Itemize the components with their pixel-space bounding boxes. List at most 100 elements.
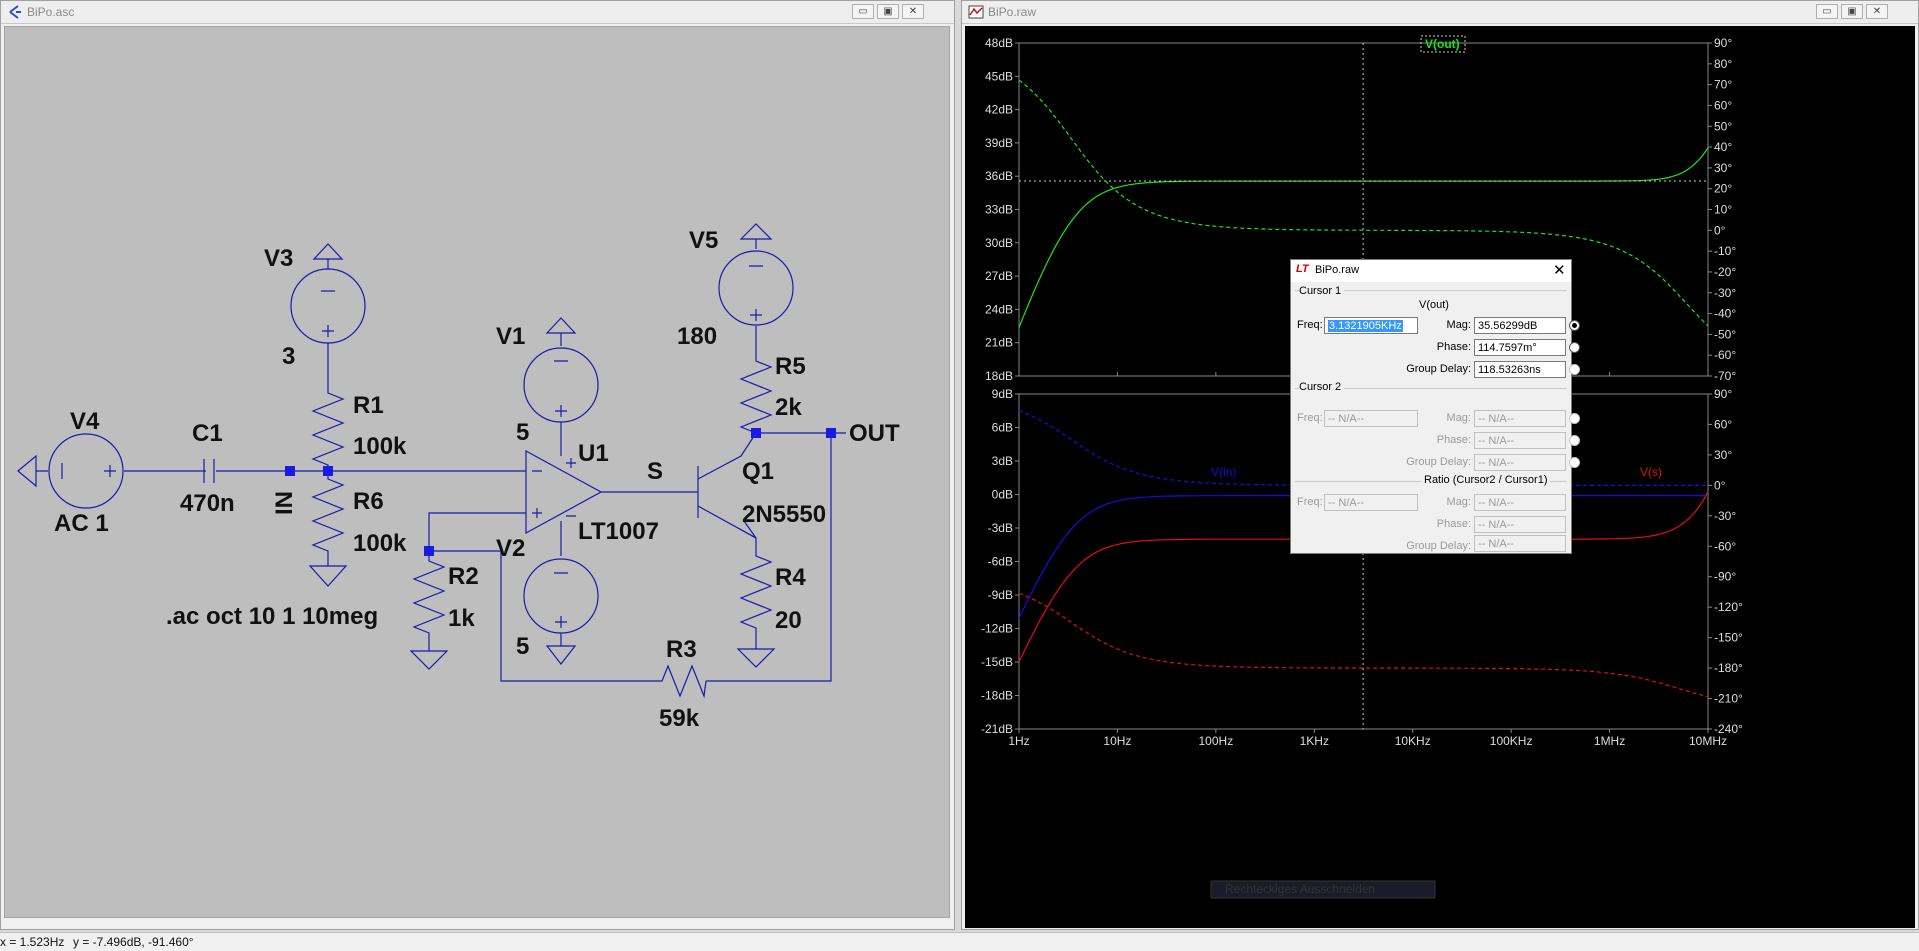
y-tick-label: -50°	[1714, 327, 1736, 341]
maximize-button[interactable]: ▣	[1841, 4, 1863, 19]
cursor2-mag-label: Mag:	[1446, 412, 1471, 424]
waveform-app-icon	[968, 5, 984, 19]
close-button[interactable]: ✕	[1866, 4, 1888, 19]
r2-resistor[interactable]	[409, 551, 449, 670]
ratio-mag-field[interactable]: -- N/A--	[1474, 494, 1566, 511]
cursor2-gd-radio[interactable]	[1569, 457, 1580, 468]
y-tick-label: -15dB	[981, 655, 1013, 669]
v3-source[interactable]	[290, 243, 366, 386]
cursor1-group-delay-field[interactable]: 118.53263ns	[1474, 361, 1566, 378]
maximize-button[interactable]: ▣	[877, 4, 899, 19]
u1-opamp[interactable]	[525, 429, 686, 556]
y-tick-label: -70°	[1714, 369, 1736, 383]
schematic-canvas[interactable]: V4 AC 1 C1 470n IN V3 3 R1 100k R6 100k …	[4, 26, 950, 918]
ratio-group-delay-field[interactable]: -- N/A--	[1474, 535, 1566, 552]
trace-vout-mag	[1018, 147, 1709, 328]
cursor1-mag-radio[interactable]	[1569, 320, 1580, 331]
y-tick-label: -3dB	[988, 521, 1013, 535]
cursor1-freq-field[interactable]: 3.1321905KHz	[1324, 317, 1418, 334]
cursor2-freq-label: Freq:	[1297, 412, 1323, 424]
label-u1: U1	[578, 440, 609, 467]
net-label-in: IN	[271, 491, 298, 515]
v5-source[interactable]	[718, 223, 794, 353]
ltspice-logo-icon: LT	[1296, 263, 1309, 275]
y-tick-label: -10°	[1714, 244, 1736, 258]
cursor2-phase-field[interactable]: -- N/A--	[1474, 432, 1566, 449]
minimize-button[interactable]: ▭	[852, 4, 874, 19]
label-v3: V3	[264, 245, 293, 272]
dialog-titlebar[interactable]: LT BiPo.raw ✕	[1291, 260, 1571, 282]
schematic-titlebar[interactable]: BiPo.asc ▭ ▣ ✕	[1, 1, 954, 24]
y-tick-label: -240°	[1714, 722, 1743, 736]
y-tick-label: -30°	[1714, 286, 1736, 300]
label-r4: R4	[775, 564, 806, 591]
dialog-close-icon[interactable]: ✕	[1553, 262, 1566, 279]
v1-source[interactable]	[523, 317, 599, 429]
close-button[interactable]: ✕	[902, 4, 924, 19]
y-tick-label: 60°	[1714, 98, 1732, 112]
cursor1-trace-name: V(out)	[1419, 299, 1449, 311]
v2-source[interactable]	[523, 558, 599, 665]
cursor1-mag-field[interactable]: 35.56299dB	[1474, 317, 1566, 334]
ratio-mag-label: Mag:	[1446, 496, 1471, 508]
y-tick-label: 48dB	[985, 36, 1013, 50]
r3-resistor[interactable]	[656, 664, 707, 699]
r6-resistor[interactable]	[308, 471, 348, 587]
cursor1-gd-radio[interactable]	[1569, 364, 1580, 375]
y-tick-label: -30°	[1714, 509, 1736, 523]
cursor2-mag-field[interactable]: -- N/A--	[1474, 410, 1566, 427]
cursor2-gd-label: Group Delay:	[1406, 456, 1471, 468]
trace-label-vout[interactable]: V(out)	[1425, 37, 1460, 51]
schematic-window[interactable]: BiPo.asc ▭ ▣ ✕	[0, 0, 955, 930]
y-tick-label: 0dB	[992, 488, 1013, 502]
value-r4: 20	[775, 607, 802, 634]
ratio-freq-field[interactable]: -- N/A--	[1324, 494, 1418, 511]
r4-resistor[interactable]	[736, 538, 776, 668]
y-tick-label: 18dB	[985, 369, 1013, 383]
value-v2: 5	[516, 633, 529, 660]
y-tick-label: 60°	[1714, 417, 1732, 431]
cursor-readout-dialog[interactable]: LT BiPo.raw ✕ Cursor 1 V(out) Freq: 3.13…	[1290, 259, 1580, 554]
cursor2-group	[1295, 388, 1567, 389]
y-tick-label: -40°	[1714, 307, 1736, 321]
minimize-button[interactable]: ▭	[1816, 4, 1838, 19]
junction-collector	[751, 428, 761, 438]
label-r5: R5	[775, 353, 806, 380]
ratio-phase-field[interactable]: -- N/A--	[1474, 516, 1566, 533]
r1-resistor[interactable]	[311, 386, 345, 471]
x-tick-label: 10KHz	[1395, 734, 1431, 748]
cursor2-freq-field[interactable]: -- N/A--	[1324, 410, 1418, 427]
value-r2: 1k	[448, 605, 475, 632]
net-label-out: OUT	[849, 420, 900, 447]
x-tick-label: 10MHz	[1689, 734, 1727, 748]
y-tick-label: -6dB	[988, 555, 1013, 569]
trace-label-vin[interactable]: V(in)	[1211, 465, 1236, 479]
value-v4: AC 1	[54, 510, 109, 537]
y-tick-label: -21dB	[981, 722, 1013, 736]
junction-in	[285, 466, 295, 476]
waveform-titlebar[interactable]: BiPo.raw ▭ ▣ ✕	[962, 1, 1918, 24]
cursor2-phase-radio[interactable]	[1569, 435, 1580, 446]
value-q1: 2N5550	[742, 501, 826, 528]
x-tick-label: 100Hz	[1199, 734, 1234, 748]
label-v2: V2	[496, 535, 525, 562]
trace-vin-phase	[1018, 410, 1708, 486]
label-v1: V1	[496, 323, 525, 350]
trace-label-vs[interactable]: V(s)	[1640, 465, 1662, 479]
cursor1-heading: Cursor 1	[1299, 285, 1345, 297]
x-tick-label: 1MHz	[1594, 734, 1625, 748]
cursor1-group	[1295, 290, 1567, 291]
c1-capacitor[interactable]	[203, 459, 215, 483]
y-tick-label: 39dB	[985, 136, 1013, 150]
cursor2-mag-radio[interactable]	[1569, 413, 1580, 424]
cursor1-phase-radio[interactable]	[1569, 342, 1580, 353]
y-tick-label: 24dB	[985, 302, 1013, 316]
cursor1-phase-field[interactable]: 114.7597m°	[1474, 339, 1566, 356]
y-tick-label: 0°	[1714, 478, 1726, 492]
spice-directive[interactable]: .ac oct 10 1 10meg	[166, 603, 378, 630]
value-v5: 180	[677, 323, 717, 350]
v4-source[interactable]	[48, 433, 124, 509]
cursor2-group-delay-field[interactable]: -- N/A--	[1474, 454, 1566, 471]
label-r1: R1	[353, 392, 384, 419]
